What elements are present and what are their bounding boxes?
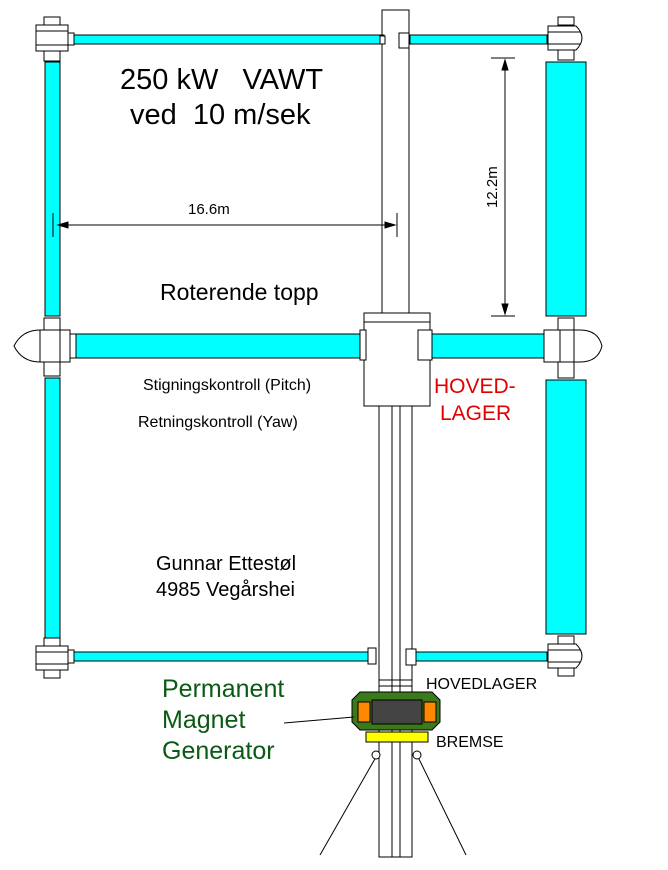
- main-bearing-lower-label: HOVEDLAGER: [426, 676, 537, 693]
- dimension-width: [52, 213, 398, 237]
- middle-right-arm: [429, 333, 546, 359]
- bottom-left-joint: [35, 637, 75, 679]
- title-line-1: 250 kW VAWT: [120, 64, 323, 96]
- rotating-hub: [359, 312, 433, 407]
- central-tower: [378, 9, 413, 858]
- rotating-top-label: Roterende topp: [160, 279, 319, 305]
- bottom-right-joint: [547, 635, 583, 677]
- height-dimension-label: 12.2m: [484, 166, 501, 208]
- dimension-height: [491, 57, 515, 317]
- generator-magnet-right: [423, 701, 437, 723]
- generator-label-line-1: Permanent: [162, 675, 284, 703]
- tower-clamp-bottom-left: [367, 647, 377, 665]
- top-right-joint: [547, 16, 583, 61]
- bottom-right-arm: [409, 651, 548, 662]
- main-bearing-upper-line-1: HOVED-: [434, 375, 516, 398]
- right-blade: [545, 61, 587, 635]
- top-left-arm: [71, 34, 385, 45]
- bottom-left-arm: [71, 651, 373, 662]
- tower-clamp-bottom-right: [405, 648, 417, 666]
- tower-clamp-top-right: [398, 32, 410, 49]
- top-right-arm: [409, 34, 548, 45]
- generator: [351, 691, 441, 731]
- yaw-control-label: Retningskontroll (Yaw): [138, 414, 298, 431]
- generator-leader-line: [283, 716, 355, 724]
- generator-core: [371, 699, 423, 725]
- brake-label: BREMSE: [436, 734, 504, 751]
- middle-left-arm: [73, 333, 363, 359]
- lower-main-bearing: [379, 679, 412, 687]
- brake: [365, 731, 429, 743]
- author-name: Gunnar Ettestøl: [156, 553, 296, 575]
- guy-wires: [319, 750, 467, 856]
- left-blade: [44, 61, 61, 641]
- pitch-control-label: Stigningskontroll (Pitch): [143, 377, 311, 394]
- top-left-joint: [35, 16, 75, 62]
- tower-clamp-top-left: [379, 35, 386, 45]
- generator-label-line-2: Magnet: [162, 706, 245, 734]
- blade-joints: [13, 16, 603, 679]
- main-bearing-upper-line-2: LAGER: [440, 402, 511, 425]
- middle-left-joint: [13, 317, 77, 377]
- title-line-2: ved 10 m/sek: [130, 99, 311, 131]
- generator-magnet-left: [357, 701, 371, 723]
- width-dimension-label: 16.6m: [188, 201, 230, 218]
- middle-right-joint: [543, 317, 603, 379]
- generator-label-line-3: Generator: [162, 737, 275, 765]
- author-address: 4985 Vegårshei: [156, 579, 295, 601]
